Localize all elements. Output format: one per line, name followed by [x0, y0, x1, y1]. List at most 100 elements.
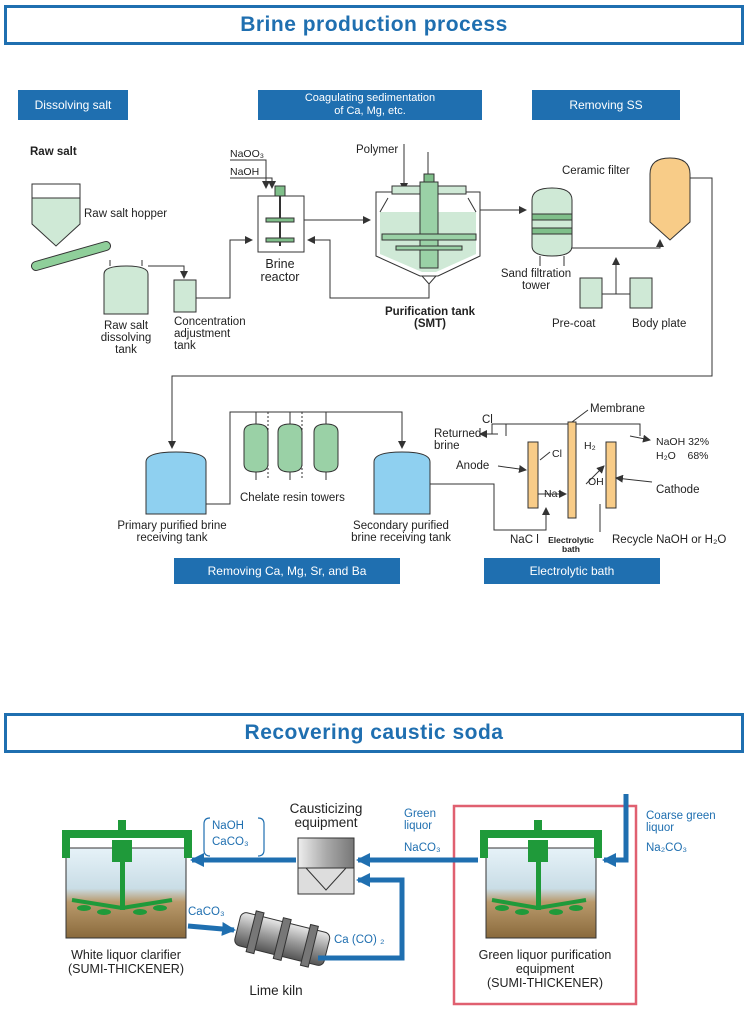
raw-salt-hopper — [31, 183, 81, 247]
stage-coagulating-line2: of Ca, Mg, etc. — [334, 105, 406, 117]
label-line: brine receiving tank — [351, 532, 451, 544]
label-line: reactor — [260, 270, 300, 284]
white-liquor-clarifier — [62, 820, 192, 939]
label-secondary-tank: Secondary purified brine receiving tank — [336, 520, 466, 544]
sand-filtration-tower — [531, 187, 573, 266]
label-naoh-out: NaOH 32% — [656, 436, 710, 448]
label-caco3-bracket: CaCO₃ — [212, 836, 249, 848]
label-cl-inner: Cl — [552, 448, 562, 460]
conveyor-belt — [31, 241, 111, 271]
label-line: Purification tank — [384, 306, 476, 318]
label-line: liquor — [404, 820, 433, 832]
label-ca-co2: Ca (CO) ₂ — [334, 934, 385, 946]
label-naoh-caustic: NaOH — [212, 820, 244, 832]
secondary-tank — [373, 451, 431, 515]
pre-coat-tank — [579, 277, 603, 309]
label-naco3: NaCO₃ — [404, 842, 441, 854]
label-h2o-out: H₂O 68% — [656, 450, 709, 462]
label-line: (SUMI-THICKENER) — [68, 962, 184, 976]
label-line: Brine — [265, 257, 295, 271]
header-brine-production: Brine production process — [4, 5, 744, 45]
stage-removing-ss: Removing SS — [532, 90, 680, 120]
caustic-flow-arrows — [187, 794, 629, 961]
label-concentration: Concentration adjustment tank — [174, 316, 246, 352]
label-line: adjustment — [174, 328, 231, 340]
label-line: White liquor clarifier — [71, 948, 181, 962]
label-line: Green liquor purification — [478, 948, 612, 962]
label-naoh: NaOH — [230, 166, 260, 178]
purification-tank-smt — [375, 144, 481, 285]
label-na: Na⁺ — [544, 488, 563, 500]
electrolytic-cell — [479, 409, 653, 532]
label-line: brine — [434, 440, 460, 452]
label-raw-salt: Raw salt — [30, 146, 77, 158]
label-nacl: NaC l — [510, 534, 539, 546]
label-line: (SUMI-THICKENER) — [487, 976, 603, 990]
label-raw-salt-dissolving: Raw salt dissolving tank — [88, 320, 164, 356]
label-body-plate: Body plate — [632, 318, 687, 330]
label-white-clarifier: White liquor clarifier (SUMI-THICKENER) — [44, 948, 208, 976]
label-line: Sand filtration — [500, 268, 572, 280]
stage-removing-ca: Removing Ca, Mg, Sr, and Ba — [174, 558, 400, 584]
label-oh: OH — [588, 476, 604, 488]
label-green-liquor: Green liquor — [404, 808, 436, 832]
label-line: dissolving — [100, 332, 152, 344]
label-lime-kiln: Lime kiln — [249, 983, 303, 998]
stage-coagulating-line1: Coagulating sedimentation — [304, 92, 436, 104]
label-line: Coarse green — [646, 810, 716, 822]
label-line: equipment — [515, 962, 575, 976]
chelate-resin-towers — [243, 412, 339, 480]
ceramic-filter — [649, 157, 691, 241]
bracket-left — [203, 817, 211, 857]
label-line: equipment — [294, 815, 358, 830]
label-raw-salt-hopper: Raw salt hopper — [84, 208, 168, 220]
body-plate-tank — [629, 277, 653, 309]
stage-coagulating: Coagulating sedimentation of Ca, Mg, etc… — [258, 90, 482, 120]
green-liquor-highlight-box — [452, 804, 638, 1006]
brine-reactor — [257, 185, 305, 253]
concentration-adjustment-tank — [173, 279, 197, 313]
label-ceramic-filter: Ceramic filter — [562, 165, 630, 177]
causticizing-equipment — [297, 837, 355, 895]
label-line: tower — [521, 280, 551, 292]
label-anode: Anode — [456, 460, 490, 472]
stage-electrolytic-bath: Electrolytic bath — [484, 558, 660, 584]
label-h2: H₂ — [584, 440, 596, 452]
label-line: Causticizing — [289, 801, 363, 816]
label-line: tank — [115, 344, 137, 356]
label-chelate: Chelate resin towers — [240, 492, 345, 504]
label-line: Concentration — [174, 316, 246, 328]
label-line: receiving tank — [136, 532, 208, 544]
label-electrolytic-bath-small: Electrolytic bath — [536, 536, 606, 554]
label-line: Green — [404, 808, 436, 820]
label-primary-tank: Primary purified brine receiving tank — [100, 520, 244, 544]
label-brine-reactor: Brine reactor — [248, 258, 312, 284]
label-membrane: Membrane — [590, 403, 645, 415]
label-returned-brine: Returned brine — [434, 428, 481, 452]
header-recovering-caustic: Recovering caustic soda — [4, 713, 744, 753]
label-line: bath — [562, 544, 580, 554]
label-line: Primary purified brine — [117, 520, 227, 532]
label-pre-coat: Pre-coat — [552, 318, 596, 330]
lime-kiln — [234, 910, 331, 968]
label-naoo3: NaOO₃ — [230, 148, 265, 160]
label-line: Raw salt — [103, 320, 149, 332]
primary-tank — [145, 451, 207, 515]
stage-dissolving-salt: Dissolving salt — [18, 90, 128, 120]
label-cathode: Cathode — [656, 484, 700, 496]
label-green-purification: Green liquor purification equipment (SUM… — [456, 948, 634, 990]
label-caco3-kiln: CaCO₃ — [188, 906, 225, 918]
label-causticizing: Causticizing equipment — [268, 802, 384, 830]
bracket-right — [257, 817, 265, 857]
label-purification-tank: Purification tank (SMT) — [372, 306, 488, 330]
label-line: (SMT) — [414, 318, 446, 330]
green-liquor-thickener — [480, 820, 602, 939]
raw-salt-dissolving-tank — [103, 260, 149, 315]
label-cl-top: Cl — [482, 414, 493, 426]
label-line: Electrolytic — [548, 535, 594, 545]
label-line: liquor — [646, 822, 675, 834]
label-line: tank — [174, 340, 196, 352]
label-line: Secondary purified — [353, 520, 449, 532]
label-na2co3: Na₂CO₃ — [646, 842, 688, 854]
